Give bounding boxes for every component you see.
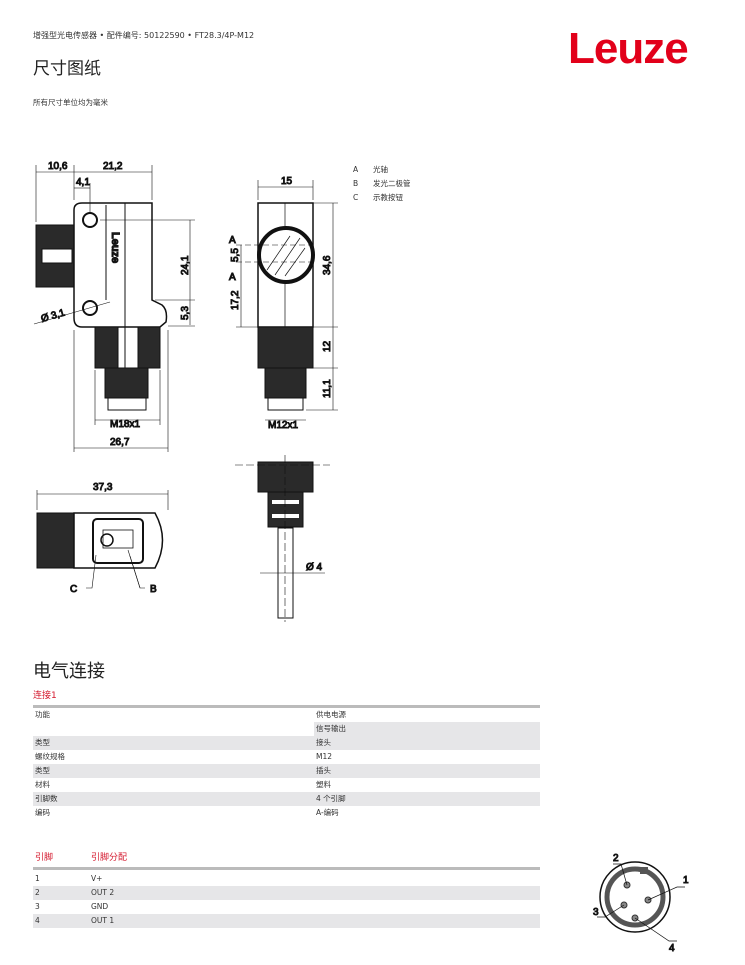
svg-text:5,5: 5,5 bbox=[230, 248, 241, 262]
units-note: 所有尺寸单位均为毫米 bbox=[33, 98, 108, 107]
svg-text:1: 1 bbox=[683, 875, 689, 886]
side-view: Leuze 10,6 21,2 4,1 24,1 5,3 Ø 3,1 M18x1… bbox=[33, 161, 195, 452]
svg-text:C: C bbox=[70, 584, 77, 595]
svg-text:4,1: 4,1 bbox=[76, 177, 90, 188]
cable-view: Ø 4 bbox=[235, 455, 330, 622]
svg-text:34,6: 34,6 bbox=[322, 255, 333, 275]
svg-text:Ø 3,1: Ø 3,1 bbox=[40, 307, 67, 324]
product-line: 增强型光电传感器 • 配件编号: 50122590 • FT28.3/4P-M1… bbox=[33, 31, 255, 40]
svg-text:17,2: 17,2 bbox=[230, 290, 241, 310]
pin-header: 引脚 bbox=[35, 853, 54, 863]
svg-text:M18x1: M18x1 bbox=[110, 419, 140, 430]
svg-text:2: 2 bbox=[613, 853, 619, 864]
svg-text:24,1: 24,1 bbox=[180, 255, 191, 275]
connection-title: 连接1 bbox=[33, 691, 57, 701]
table-row: 材料塑料 bbox=[35, 780, 331, 789]
svg-text:21,2: 21,2 bbox=[103, 161, 123, 172]
svg-text:B: B bbox=[150, 584, 157, 595]
leuze-logo: Leuze bbox=[568, 24, 689, 73]
table-row: 信号输出 bbox=[33, 722, 540, 736]
front-view: 15 34,6 12 11,1 5,5 17,2 A A M12x1 bbox=[229, 176, 338, 432]
svg-text:M12x1: M12x1 bbox=[268, 420, 298, 431]
svg-text:A: A bbox=[229, 272, 236, 283]
svg-text:11,1: 11,1 bbox=[322, 379, 333, 398]
table-row: 类型接头 bbox=[33, 736, 540, 750]
section-title-electrical: 电气连接 bbox=[33, 661, 105, 682]
svg-text:5,3: 5,3 bbox=[180, 306, 191, 320]
svg-text:A: A bbox=[229, 235, 236, 246]
page-title: 尺寸图纸 bbox=[33, 59, 101, 79]
svg-text:4: 4 bbox=[669, 943, 675, 954]
svg-text:Ø 4: Ø 4 bbox=[306, 562, 323, 573]
dimension-drawing: Leuze 10,6 21,2 4,1 24,1 5,3 Ø 3,1 M18x1… bbox=[33, 161, 338, 622]
svg-text:Leuze: Leuze bbox=[109, 232, 121, 263]
svg-text:10,6: 10,6 bbox=[48, 161, 68, 172]
connector-pinout-diagram: 2 1 3 4 bbox=[593, 853, 690, 955]
pin-assignment-header: 引脚分配 bbox=[91, 853, 128, 863]
svg-text:26,7: 26,7 bbox=[110, 437, 130, 448]
table-header-bar bbox=[33, 705, 540, 708]
top-view: 37,3 C B bbox=[36, 482, 169, 596]
svg-text:3: 3 bbox=[593, 907, 599, 918]
table-header-bar bbox=[33, 867, 540, 870]
svg-text:12: 12 bbox=[322, 340, 333, 352]
svg-text:37,3: 37,3 bbox=[93, 482, 113, 493]
svg-text:15: 15 bbox=[281, 176, 293, 187]
table-row: 类型插头 bbox=[33, 764, 540, 778]
table-row: 功能供电电源 bbox=[35, 710, 346, 719]
